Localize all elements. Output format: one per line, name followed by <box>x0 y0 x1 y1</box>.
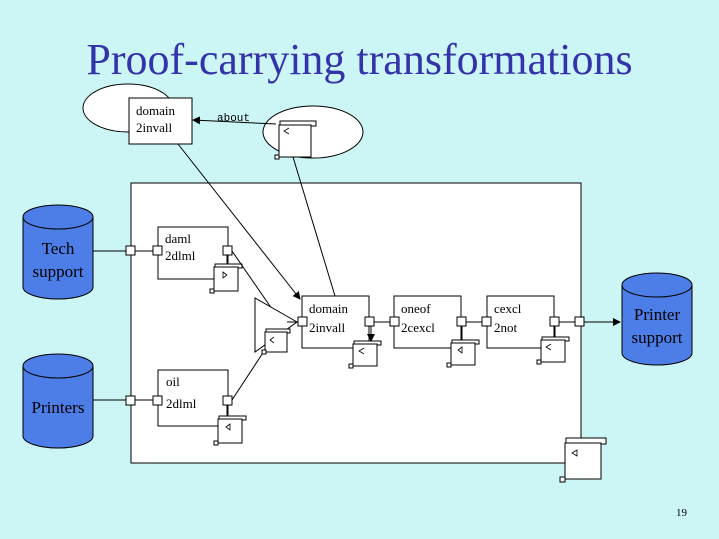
module-domain-top-line1: domain <box>136 103 175 118</box>
page-number: 19 <box>676 507 687 519</box>
output-port <box>574 316 585 327</box>
module-cexcl-in-port <box>481 316 492 327</box>
module-domain-mid-line1: domain <box>309 301 348 316</box>
slide-title: Proof-carrying transformations <box>86 35 633 84</box>
module-cexcl-line2: 2not <box>494 320 518 335</box>
module-daml-out-port <box>222 245 233 256</box>
module-daml-in-port <box>152 245 163 256</box>
database-printers-label: Printers <box>32 398 85 417</box>
daml-proof-scroll-icon <box>209 263 243 294</box>
scroll-to-mid-domain <box>292 156 336 297</box>
module-oneof-line1: oneof <box>401 301 431 316</box>
oneof-proof-scroll-icon <box>446 339 480 368</box>
module-oil-out-port <box>222 395 233 406</box>
module-cexcl-out-port <box>549 316 560 327</box>
module-oil-line2: 2dlml <box>166 396 197 411</box>
printers-port <box>125 395 136 406</box>
module-domain-mid-in-port <box>297 316 308 327</box>
database-printer-support-line2: support <box>632 328 683 347</box>
database-tech-support-line2: support <box>33 262 84 281</box>
database-printers[interactable] <box>22 353 94 449</box>
module-domain-mid-line2: 2invall <box>309 320 345 335</box>
cexcl-proof-scroll-icon <box>536 336 570 365</box>
module-daml-line2: 2dlml <box>165 248 196 263</box>
final-proof-scroll-icon <box>559 437 607 483</box>
database-tech-support[interactable] <box>22 204 94 300</box>
context-ellipse-right <box>262 105 364 159</box>
database-tech-support-line1: Tech <box>42 239 75 258</box>
oil-proof-scroll-icon <box>213 415 247 446</box>
module-domain-mid-out-port <box>364 316 375 327</box>
module-oil-line1: oil <box>166 374 180 389</box>
proof-scroll-icon <box>274 120 317 160</box>
module-oil-in-port <box>152 395 163 406</box>
about-label: about <box>217 113 250 125</box>
about-arrow <box>192 116 277 125</box>
module-domain-top[interactable] <box>128 97 193 145</box>
module-oneof-line2: 2cexcl <box>401 320 435 335</box>
top-domain-to-mid-domain <box>177 143 301 300</box>
database-printer-support-line1: Printer <box>634 305 681 324</box>
module-cexcl-line1: cexcl <box>494 301 522 316</box>
module-daml-line1: daml <box>165 231 191 246</box>
module-oneof-out-port <box>456 316 467 327</box>
merge-proof-scroll-icon <box>261 328 291 355</box>
module-domain-top-line2: 2invall <box>136 120 172 135</box>
module-oneof-in-port <box>389 316 400 327</box>
database-printer-support[interactable] <box>621 272 693 366</box>
tech-support-port <box>125 245 136 256</box>
domain-mid-proof-scroll-icon <box>348 340 382 369</box>
